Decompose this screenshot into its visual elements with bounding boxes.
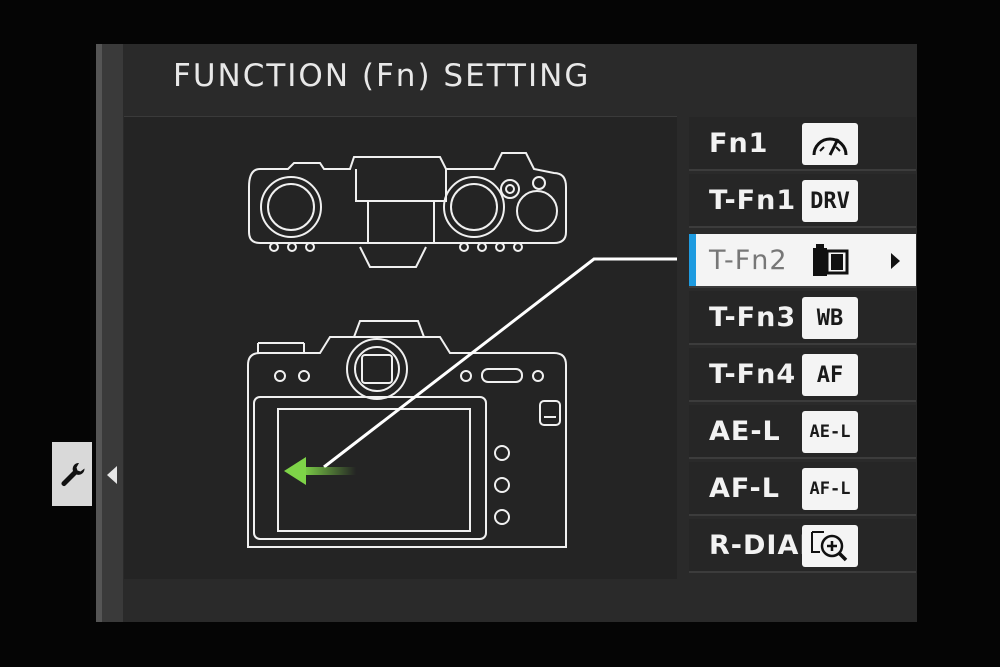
category-strip-edge [96, 44, 102, 622]
speedometer-icon [802, 123, 858, 165]
menu-item-t-fn3[interactable]: T-Fn3 WB [689, 291, 916, 345]
menu-item-fn1[interactable]: Fn1 [689, 117, 916, 171]
zoom-in-icon [802, 525, 858, 567]
camera-diagram-panel [124, 116, 690, 579]
film-simulation-icon [802, 240, 858, 282]
menu-item-label: T-Fn3 [709, 302, 797, 333]
menu-item-t-fn4[interactable]: T-Fn4 AF [689, 348, 916, 402]
white-balance-badge: WB [802, 297, 858, 339]
selection-indicator [689, 234, 696, 286]
menu-item-label: R-DIAL [709, 530, 818, 561]
menu-left-arrow-icon[interactable] [107, 466, 117, 484]
pointer-line [323, 257, 690, 469]
submenu-arrow-icon [891, 253, 900, 269]
menu-item-label: T-Fn2 [709, 245, 788, 276]
menu-item-r-dial[interactable]: R-DIAL [689, 519, 916, 573]
menu-item-label: T-Fn4 [709, 359, 797, 390]
camera-diagram [247, 152, 690, 548]
camera-top-view-icon [248, 152, 567, 268]
menu-item-t-fn1[interactable]: T-Fn1 DRV [689, 174, 916, 228]
function-button-list: Fn1 T-Fn1 DRV T-Fn2 T-Fn3 WB T-Fn4 AF AE… [689, 117, 916, 577]
swipe-left-arrow-icon [284, 457, 356, 485]
camera-rear-view-icon [247, 320, 567, 548]
menu-item-ae-l[interactable]: AE-L AE-L [689, 405, 916, 459]
drive-mode-badge: DRV [802, 180, 858, 222]
af-lock-badge: AF-L [802, 468, 858, 510]
menu-item-label: AE-L [709, 416, 781, 447]
setup-menu-tab[interactable] [52, 442, 92, 506]
menu-item-af-l[interactable]: AF-L AF-L [689, 462, 916, 516]
page-title: FUNCTION (Fn) SETTING [173, 58, 591, 94]
menu-item-t-fn2[interactable]: T-Fn2 [689, 234, 916, 288]
menu-item-label: T-Fn1 [709, 185, 797, 216]
menu-item-label: AF-L [709, 473, 780, 504]
wrench-icon [61, 462, 85, 486]
menu-item-label: Fn1 [709, 128, 769, 159]
autofocus-badge: AF [802, 354, 858, 396]
ae-lock-badge: AE-L [802, 411, 858, 453]
